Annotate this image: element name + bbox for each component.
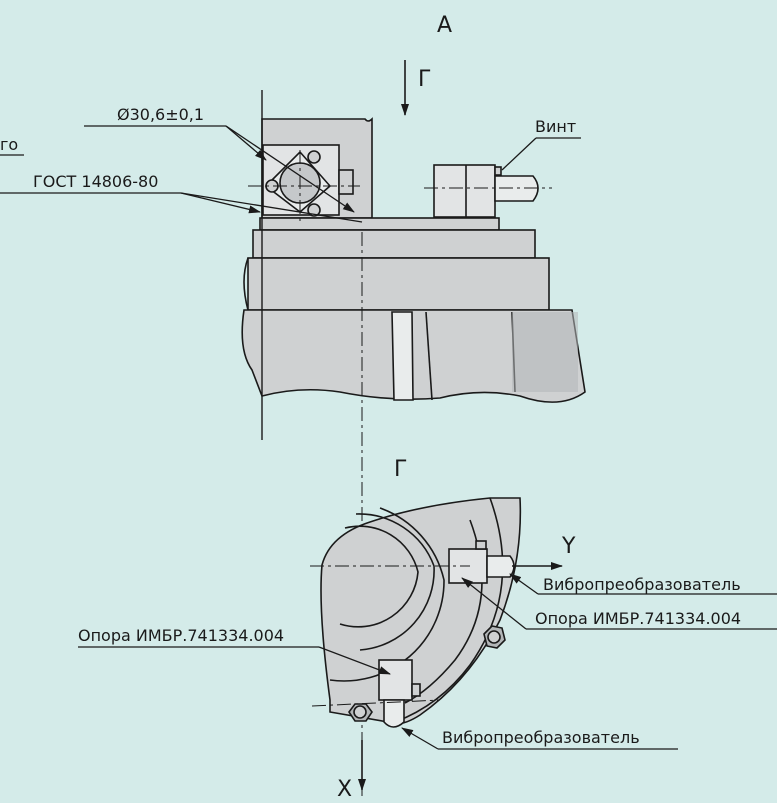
- leaders-bottom: [78, 573, 777, 750]
- leaders-top: [0, 125, 581, 223]
- cut-text-label: го: [0, 135, 19, 154]
- axis-x-label: X: [337, 777, 353, 802]
- vibro-bottom-label: Вибропреобразователь: [442, 728, 640, 747]
- base-plate: [259, 217, 500, 231]
- shading: [512, 312, 578, 392]
- axis-y-label: Y: [562, 534, 576, 559]
- screw-sensor: [433, 164, 539, 218]
- section-label: Г: [418, 67, 432, 92]
- screw-label: Винт: [535, 117, 577, 136]
- bottom-assembly: [320, 497, 522, 728]
- view-label: А: [437, 13, 453, 38]
- housing-slot: [391, 311, 414, 401]
- gost-label: ГОСТ 14806-80: [33, 172, 159, 191]
- housing-step-1: [252, 229, 536, 259]
- diameter-label: Ø30,6±0,1: [117, 105, 205, 124]
- section-label-bottom: Г: [394, 457, 408, 482]
- centerlines-bottom: [310, 565, 470, 707]
- support-right-label: Опора ИМБР.741334.004: [535, 609, 742, 628]
- housing-step-2: [247, 257, 550, 311]
- support-left-label: Опора ИМБР.741334.004: [78, 626, 285, 645]
- vibro-right-label: Вибропреобразователь: [543, 575, 741, 594]
